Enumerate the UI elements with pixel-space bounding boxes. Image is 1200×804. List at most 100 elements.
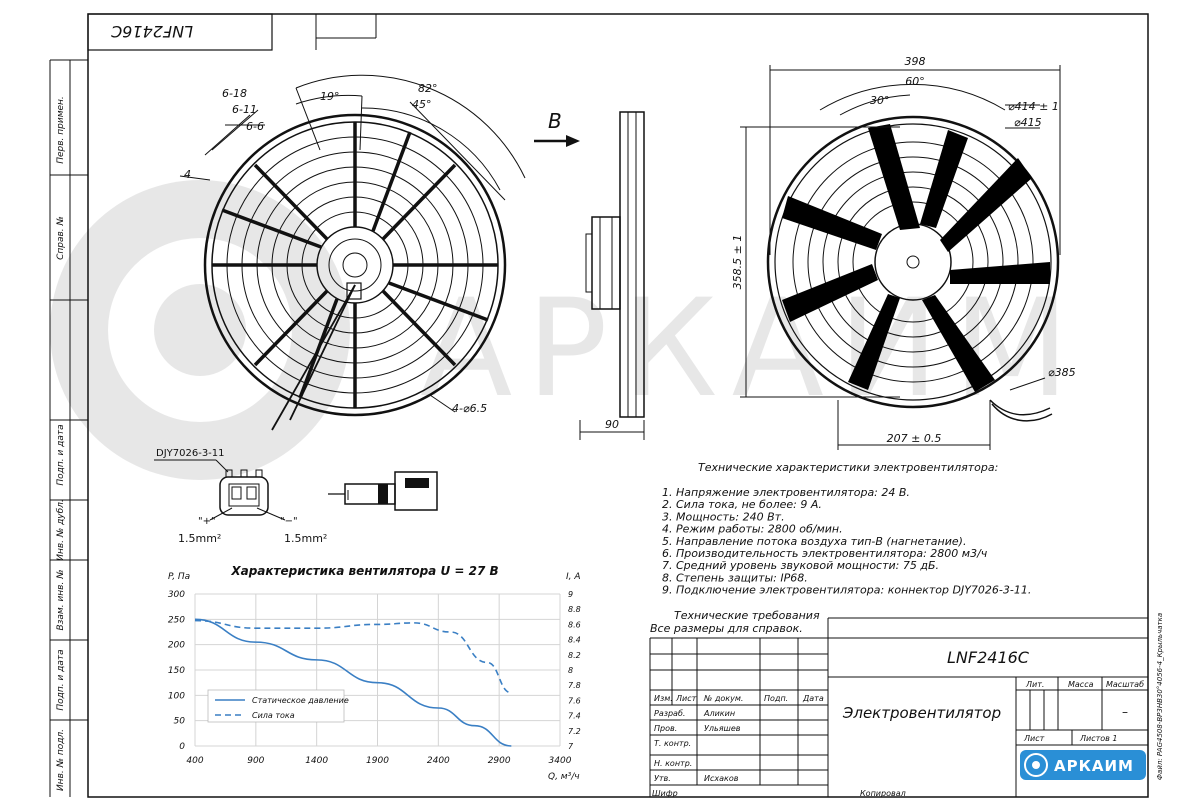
spec-item: 1. Напряжение электровентилятора: 24 В. (662, 486, 910, 499)
title-block-text: LNF2416C Электровентилятор Изм. Лист № д… (652, 613, 1164, 798)
watermark: АРКАИМ (50, 180, 1083, 480)
angle-19: 19° (320, 90, 340, 103)
y2-tick-label: 8.4 (568, 636, 581, 645)
x-tick-label: 2400 (427, 756, 450, 766)
front-grille-spokes (212, 122, 498, 408)
spec-item: 4. Режим работы: 2800 об/мин. (662, 523, 843, 536)
x-tick-label: 900 (247, 756, 264, 766)
y-tick-label: 250 (168, 615, 185, 625)
tb-tkontr: Т. контр. (654, 739, 691, 748)
rear-view-dims: 398 60° 30° ⌀414 ± 1 ⌀415 358.5 ± 1 ⌀385… (731, 55, 1076, 445)
tb-lit: Лит. (1025, 680, 1044, 689)
req-text: Все размеры для справок. (650, 622, 803, 635)
tb-col-podp: Подп. (764, 694, 788, 703)
connector-plus: "+" (198, 516, 216, 527)
y2-tick-label: 7.2 (568, 727, 581, 736)
y-tick-label: 50 (174, 717, 186, 727)
tb-kopiroval: Копировал (860, 789, 906, 798)
tb-name: Электровентилятор (842, 704, 1001, 722)
tb-massa: Масса (1068, 680, 1094, 689)
tb-masshtab: Масштаб (1106, 680, 1144, 689)
stamp-title: LNF2416C (110, 22, 193, 41)
x-tick-label: 1900 (366, 756, 389, 766)
tb-list: Лист (1023, 734, 1045, 743)
tb-code: LNF2416C (947, 648, 1030, 667)
spec-item: 9. Подключение электровентилятора: конне… (662, 584, 1031, 597)
spec-item: 8. Степень защиты: IP68. (662, 571, 808, 584)
spec-item: 7. Средний уровень звуковой мощности: 75… (662, 559, 939, 572)
tb-razrab: Разраб. (654, 709, 685, 718)
y-tick-label: 200 (168, 641, 185, 651)
chart-ylabel: P, Па (168, 572, 190, 582)
tb-prov: Пров. (654, 724, 677, 733)
spec-items: 1. Напряжение электровентилятора: 24 В.2… (662, 486, 1031, 597)
rear-blades (782, 124, 1050, 392)
chart-xlabel: Q, м³/ч (548, 772, 580, 782)
tb-col-izm: Изм. (654, 694, 673, 703)
dim-4: 4 (184, 168, 191, 181)
angle-45: 45° (412, 98, 432, 111)
y2-tick-label: 8.8 (568, 605, 581, 614)
y2-tick-label: 9 (568, 590, 573, 599)
tb-col-list: Лист (675, 694, 697, 703)
company-logo: АРКАИМ (1020, 750, 1146, 780)
side-label-inv-dubl: Инв. № дубл. (56, 499, 66, 561)
tb-col-data: Дата (802, 694, 824, 703)
frame (49, 13, 1149, 798)
dim-6-11: 6-11 (232, 103, 257, 116)
legend-label: Статическое давление (252, 696, 349, 705)
chart-series (194, 618, 512, 747)
series-line-0 (194, 618, 512, 747)
angle-60: 60° (905, 75, 925, 88)
logo-text: АРКАИМ (1054, 757, 1134, 775)
d385-dim: ⌀385 (1048, 366, 1076, 379)
side-labels: Перв. примен. Справ. № Подп. и дата Инв.… (56, 96, 66, 791)
side-label-inv-podl: Инв. № подл. (56, 729, 66, 791)
rear-wire (989, 399, 1053, 422)
tb-utv: Утв. (654, 774, 671, 783)
watermark-text: АРКАИМ (420, 270, 1083, 427)
chart-title: Характеристика вентилятора U = 27 В (230, 564, 498, 578)
y-tick-label: 100 (168, 691, 185, 701)
tb-col-ndok: № докум. (703, 694, 743, 703)
connector-face (154, 459, 286, 521)
wire-plus: 1.5mm² (178, 532, 221, 545)
specifications: Технические характеристики электровентил… (650, 461, 1031, 635)
spec-item: 6. Производительность электровентилятора… (662, 547, 988, 560)
height-dim: 358.5 ± 1 (731, 235, 744, 290)
y2-tick-label: 8.6 (568, 620, 581, 629)
front-view (179, 74, 526, 431)
legend-box (207, 689, 345, 723)
side-label-vzam: Взам. инв. № (56, 569, 66, 630)
angle-30: 30° (870, 94, 890, 107)
mount-dim: 207 ± 0.5 (887, 432, 942, 445)
direction-arrow: B (534, 109, 580, 147)
series-line-1 (194, 619, 512, 694)
side-view (579, 111, 645, 440)
spec-item: 3. Мощность: 240 Вт. (662, 510, 785, 523)
spec-item: 5. Направление потока воздуха тип-В (наг… (662, 535, 966, 548)
side-label-podp2: Подп. и дата (56, 649, 66, 710)
side-label-podp1: Подп. и дата (56, 424, 66, 485)
direction-label: B (548, 109, 562, 133)
connector-side (328, 471, 438, 511)
side-label-sprav: Справ. № (56, 216, 66, 260)
chart-y2label: I, A (566, 572, 581, 582)
d415-dim: ⌀415 (1014, 116, 1042, 129)
y-tick-label: 150 (168, 666, 185, 676)
tb-razrab-name: Аликин (703, 709, 735, 718)
tb-file-label: Файл: PAG4508-BP3HB30°4056-4_Крыльчатка (1156, 613, 1164, 780)
x-tick-label: 3400 (549, 756, 572, 766)
y2-tick-label: 8 (568, 666, 573, 675)
tb-listov: Листов 1 (1079, 734, 1118, 743)
y2-tick-label: 7.8 (568, 681, 581, 690)
req-title: Технические требования (674, 609, 820, 622)
tb-utv-name: Исхаков (704, 774, 739, 783)
width-dim: 398 (905, 55, 926, 68)
d414-dim: ⌀414 ± 1 (1008, 100, 1059, 113)
front-view-dims: 6-18 6-11 6-6 4 19° 82° 45° 4-⌀6.5 (184, 82, 487, 415)
